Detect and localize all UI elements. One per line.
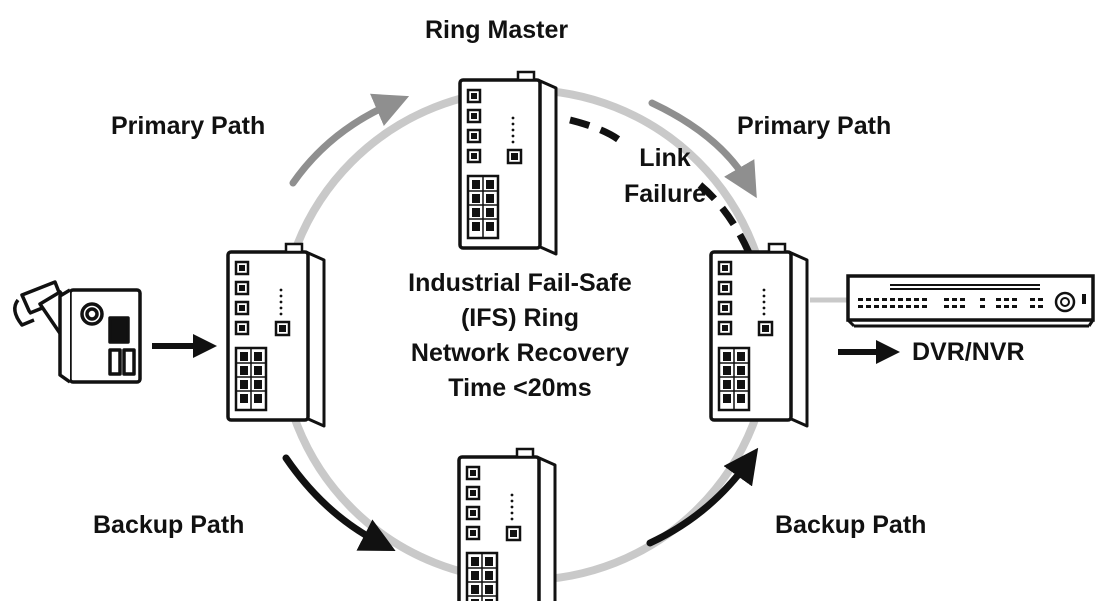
primary-path-left-arrow [289, 93, 410, 187]
ring-master-label: Ring Master [425, 16, 569, 44]
cctv-camera-icon [13, 280, 142, 384]
link-failure-dashed-line [569, 116, 754, 257]
switch-right [709, 242, 809, 428]
primary-path-left-label: Primary Path [111, 112, 266, 140]
ifs-ring-description: Industrial Fail-Safe (IFS) Ring Network … [370, 266, 670, 406]
primary-path-right-arrow [648, 99, 757, 199]
backup-path-left-label: Backup Path [93, 511, 245, 539]
backup-path-left-arrow [282, 454, 396, 551]
link-failure-line2: Failure [624, 180, 706, 208]
link-failure-line1: Link [639, 144, 691, 172]
dvr-nvr-label: DVR/NVR [912, 338, 1025, 366]
switch-left [226, 242, 326, 428]
center-text-line1: Industrial Fail-Safe [408, 269, 632, 297]
dvr-nvr-recorder-icon [846, 274, 1095, 328]
switch-top-ring-master [458, 70, 558, 256]
center-text-line3: Network Recovery [410, 339, 630, 367]
switch-bottom [457, 447, 557, 601]
primary-path-right-label: Primary Path [737, 112, 892, 140]
backup-path-right-label: Backup Path [775, 511, 927, 539]
backup-path-right-arrow [646, 447, 759, 547]
link-failure-label: Link Failure [605, 140, 725, 212]
center-text-line4: Time <20ms [448, 374, 592, 402]
center-text-line2: (IFS) Ring [460, 304, 580, 332]
